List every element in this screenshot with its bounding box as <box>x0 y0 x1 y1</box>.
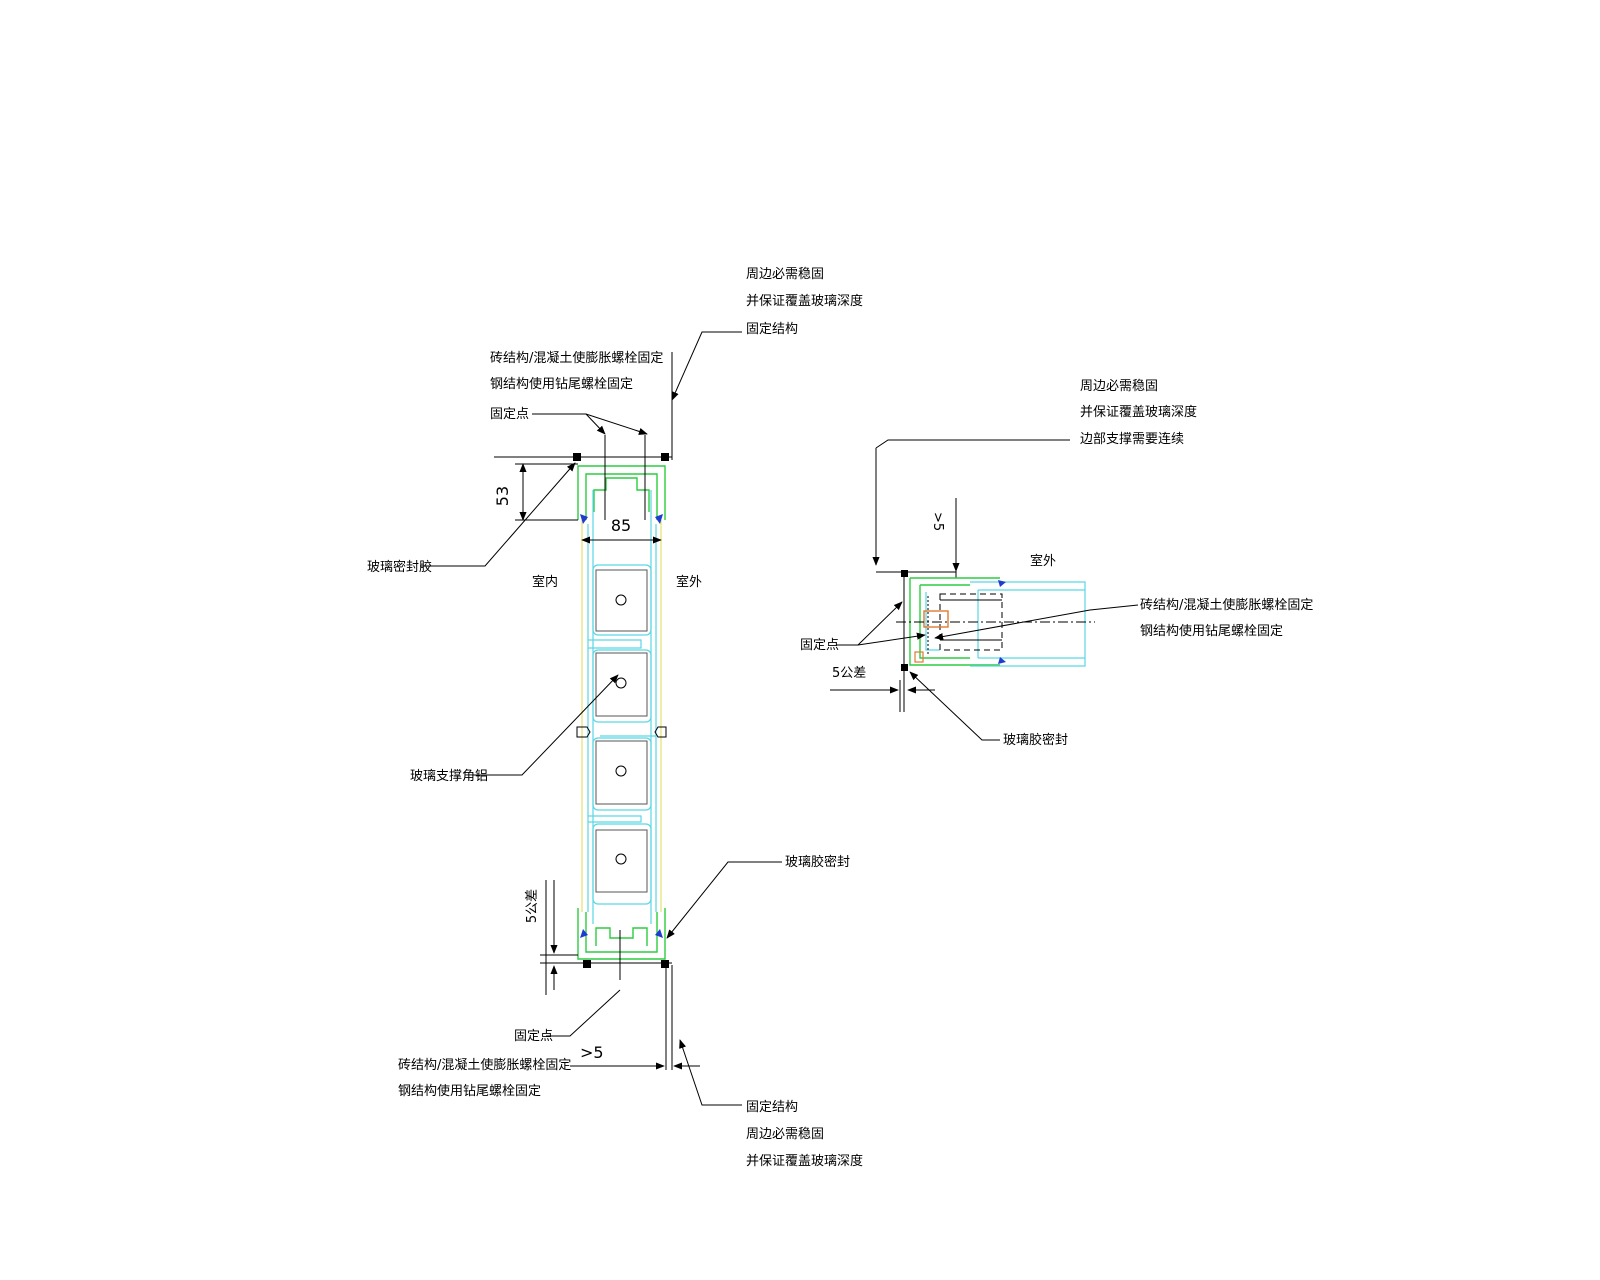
leader-bottom-note <box>679 1039 742 1106</box>
jamb-anchor-bolt <box>923 610 949 628</box>
jamb-sealant-bottom <box>998 657 1006 664</box>
leader-glass-seal-right <box>666 861 782 939</box>
glass-support-label: 玻璃支撑角铝 <box>410 769 488 784</box>
support-angle-right <box>654 726 667 738</box>
leader-jamb-anchor <box>934 604 1139 641</box>
right-anchor-note-2: 钢结构使用钻尾螺栓固定 <box>1140 623 1283 639</box>
right-glass-seal: 玻璃胶密封 <box>1003 732 1068 748</box>
sealant-top-right <box>655 514 663 524</box>
dim-gt5-label: >5 <box>580 1043 604 1062</box>
left-bottom-anchor-note-1: 砖结构/混凝土使膨胀螺栓固定 <box>398 1057 571 1073</box>
fix-point-bottom-right <box>661 960 669 968</box>
right-fix-point: 固定点 <box>800 638 839 653</box>
leader-jamb-top-note <box>875 439 1070 449</box>
right-dim-gt5: >5 <box>930 512 945 531</box>
fix-point-bottom-left <box>583 960 591 968</box>
jamb-sealant-top <box>998 580 1006 587</box>
sealant-top-left <box>580 514 588 524</box>
left-top-note-1: 周边必需稳固 <box>746 266 824 282</box>
right-outdoor-label: 室外 <box>1030 553 1056 569</box>
dim-53-label: 53 <box>493 486 512 506</box>
left-top-fix-point: 固定点 <box>490 407 529 422</box>
left-top-anchor-note-2: 钢结构使用钻尾螺栓固定 <box>490 376 633 392</box>
right-top-note-2: 并保证覆盖玻璃深度 <box>1080 404 1197 420</box>
leader-glass-seal-left <box>420 462 576 567</box>
leader-glass-support <box>472 674 619 776</box>
leader-top-note <box>671 331 742 401</box>
left-bottom-note-3: 并保证覆盖玻璃深度 <box>746 1153 863 1169</box>
leader-jamb-fix-point <box>836 601 903 646</box>
jamb-core <box>939 593 1003 651</box>
jamb-glass <box>970 581 1086 667</box>
leader-bottom-fix-point <box>546 989 621 1037</box>
jamb-frame-profile <box>909 577 1000 666</box>
sealant-bottom-right <box>655 929 663 938</box>
left-top-anchor-note-1: 砖结构/混凝土使膨胀螺栓固定 <box>490 350 663 366</box>
left-top-note-3: 固定结构 <box>746 322 798 337</box>
fix-point-top-right <box>661 453 669 461</box>
brick-cores <box>595 569 648 893</box>
right-anchor-note-1: 砖结构/混凝土使膨胀螺栓固定 <box>1140 597 1313 613</box>
glass-seal-left-label: 玻璃密封胶 <box>367 559 432 575</box>
dim-85-label: 85 <box>611 516 631 535</box>
dim-tolerance-label: 5公差 <box>525 889 540 923</box>
top-channel-profile <box>577 465 666 520</box>
support-angle-left <box>576 726 591 738</box>
left-bottom-note-2: 周边必需稳固 <box>746 1126 824 1142</box>
left-section: 周边必需稳固 并保证覆盖玻璃深度 固定结构 砖结构/混凝土使膨胀螺栓固定 钢结构… <box>367 266 863 1169</box>
indoor-label: 室内 <box>532 574 558 590</box>
right-dim-tolerance: 5公差 <box>832 666 866 681</box>
jamb-fix-point-bottom <box>901 664 908 671</box>
jamb-fix-point-top <box>901 570 908 577</box>
fix-point-top-left <box>573 453 581 461</box>
sealant-bottom-left <box>580 929 588 938</box>
left-bottom-anchor-note-2: 钢结构使用钻尾螺栓固定 <box>398 1083 541 1099</box>
left-top-note-2: 并保证覆盖玻璃深度 <box>746 293 863 309</box>
left-bottom-note-1: 固定结构 <box>746 1100 798 1115</box>
right-section: 周边必需稳固 并保证覆盖玻璃深度 边部支撑需要连续 >5 室外 砖结构/混凝土使… <box>800 378 1313 748</box>
outdoor-label: 室外 <box>676 574 702 590</box>
right-top-note-3: 边部支撑需要连续 <box>1080 431 1184 447</box>
glass-brick-stack <box>588 564 656 905</box>
right-top-note-1: 周边必需稳固 <box>1080 378 1158 394</box>
bottom-channel-profile <box>577 908 666 960</box>
leader-jamb-glass-seal <box>909 671 1000 741</box>
left-bottom-fix-point: 固定点 <box>514 1029 553 1044</box>
glass-seal-right-label: 玻璃胶密封 <box>785 854 850 870</box>
